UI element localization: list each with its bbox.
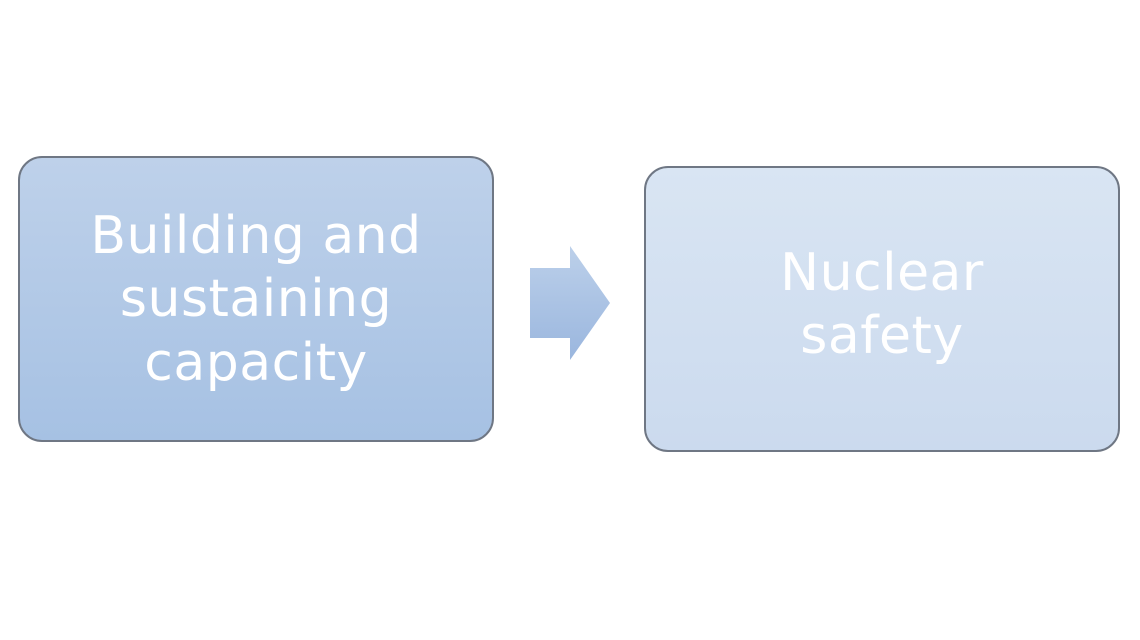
nuclear-safety-node: Nuclear safety [644,166,1120,452]
capacity-node-label: Building and sustaining capacity [90,205,422,393]
capacity-node: Building and sustaining capacity [18,156,494,442]
nuclear-safety-node-label: Nuclear safety [780,242,984,366]
arrow-shape [530,246,610,360]
right-arrow-icon [530,246,610,360]
